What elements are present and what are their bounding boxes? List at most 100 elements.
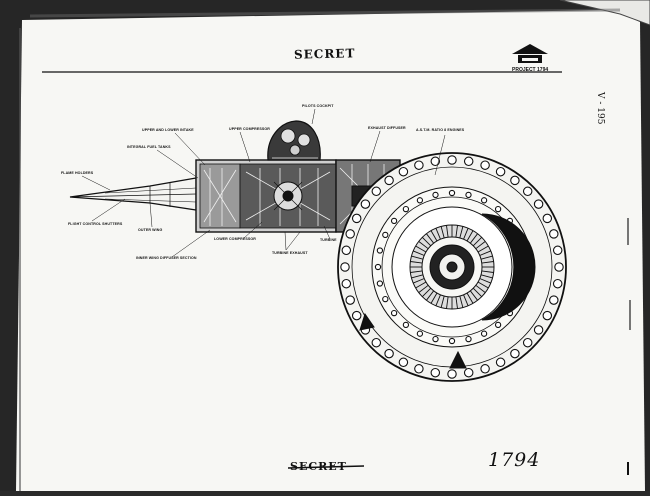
inner-engine-nozzle xyxy=(465,335,472,343)
outer-engine-nozzle xyxy=(522,186,533,197)
turbine-blade xyxy=(459,226,464,239)
outer-engine-nozzle xyxy=(463,367,474,378)
callout-lower-compressor: LOWER COMPRESSOR xyxy=(214,237,256,241)
outer-engine-nozzle xyxy=(554,262,564,272)
turbine-blade xyxy=(466,230,474,242)
flight-control-shutter xyxy=(359,312,375,331)
turbine-blade xyxy=(455,225,458,238)
outer-engine-nozzle xyxy=(480,160,490,170)
turbine-blade xyxy=(410,261,423,264)
turbine-blade xyxy=(421,287,432,298)
outer-engine-nozzle xyxy=(351,310,362,321)
turbine-blade xyxy=(480,255,493,260)
inner-engine-nozzle xyxy=(432,191,439,199)
turbine-blade xyxy=(446,225,449,238)
turbine-blade xyxy=(481,270,494,273)
disc-wing xyxy=(337,152,567,382)
outer-engine-nozzle xyxy=(341,245,352,256)
turbine-blade xyxy=(415,245,427,253)
turbine-blade xyxy=(469,290,478,301)
inner-engine-nozzle xyxy=(382,295,389,303)
outer-engine-nozzle xyxy=(495,166,506,177)
turbine-blade xyxy=(475,284,486,293)
outer-engine-nozzle xyxy=(533,325,544,335)
callout-upper-lower-intake: UPPER AND LOWER INTAKE xyxy=(142,128,194,132)
turbine-blade xyxy=(435,228,441,240)
turbine-blade xyxy=(415,281,427,289)
outer-engine-nozzle xyxy=(552,245,563,256)
turbine-blade xyxy=(480,274,493,279)
footer-secret-stamp: SECRET xyxy=(290,460,347,473)
callout-inner-wing-diffuser: INNER WING DIFFUSER SECTION xyxy=(136,256,197,260)
footer-stamp-strike xyxy=(287,465,365,469)
outer-engine-nozzle xyxy=(549,295,559,305)
turbine-blade xyxy=(446,296,449,309)
turbine-blade xyxy=(472,236,483,247)
outer-engine-nozzle xyxy=(414,364,424,374)
turbine-blade xyxy=(475,241,486,250)
turbine-blade xyxy=(411,255,424,260)
outer-engine-nozzle xyxy=(341,278,352,289)
turbine-blade xyxy=(479,278,491,284)
outer-engine-nozzle xyxy=(360,199,371,209)
inner-engine-nozzle xyxy=(390,309,398,317)
callout-ratio-engines: A.S.T.M. RATIO 8 ENGINES xyxy=(416,128,465,132)
turbine-blade xyxy=(413,250,425,256)
turbine-blade xyxy=(479,250,491,256)
turbine-blade xyxy=(440,295,445,308)
callout-integral-fuel-tanks: INTEGRAL FUEL TANKS xyxy=(127,145,171,149)
outer-engine-nozzle xyxy=(533,199,544,209)
outer-ring-engines xyxy=(340,155,564,379)
outer-engine-nozzle xyxy=(480,364,490,374)
callout-upper-compressor: UPPER COMPRESSOR xyxy=(229,127,270,131)
turbine-blade xyxy=(430,292,438,304)
turbine-blade xyxy=(463,228,469,240)
flight-control-shutter xyxy=(449,350,467,369)
outer-engine-nozzle xyxy=(371,186,382,197)
inner-engine-nozzle xyxy=(432,335,439,343)
turbine-blade xyxy=(469,233,478,244)
inner-engine-nozzle xyxy=(480,197,488,204)
inner-engine-nozzle xyxy=(376,280,384,287)
turbine-blade xyxy=(413,278,425,284)
turbine-blade xyxy=(421,236,432,247)
outer-engine-nozzle xyxy=(430,156,441,167)
outer-engine-nozzle xyxy=(447,369,457,379)
turbine-blade xyxy=(477,245,489,253)
central-turbine-blades xyxy=(410,225,494,309)
outer-engine-nozzle xyxy=(522,337,533,348)
turbine-blade xyxy=(411,274,424,279)
page-reference: V - 195 xyxy=(595,92,605,125)
turbine-blade xyxy=(426,290,435,301)
outer-engine-nozzle xyxy=(510,348,520,359)
inner-engine-nozzle xyxy=(374,263,382,271)
callout-flight-control-shutters: FLIGHT CONTROL SHUTTERS xyxy=(68,222,123,226)
outer-engine-nozzle xyxy=(345,229,355,239)
aircraft-schematic xyxy=(69,108,567,382)
turbine-blade xyxy=(418,241,429,250)
turbine-blade xyxy=(410,270,423,273)
outer-engine-nozzle xyxy=(414,160,424,170)
outer-engine-nozzle xyxy=(351,213,362,224)
inner-engine-nozzle xyxy=(448,189,456,197)
callout-pilots-cockpit: PILOTS COCKPIT xyxy=(302,104,334,108)
turbine-blade xyxy=(455,296,458,309)
turbine-blade xyxy=(418,284,429,293)
outer-engine-nozzle xyxy=(340,262,350,272)
turbine-blade xyxy=(426,233,435,244)
outer-engine-nozzle xyxy=(345,295,355,305)
outer-engine-nozzle xyxy=(398,357,409,368)
turbine-blade xyxy=(463,294,469,306)
outer-engine-nozzle xyxy=(463,156,474,167)
inner-engine-nozzle xyxy=(494,205,502,213)
outer-engine-nozzle xyxy=(430,367,441,378)
inner-engine-nozzle xyxy=(382,231,389,239)
inner-engine-nozzle xyxy=(416,330,424,337)
turbine-blade xyxy=(466,292,474,304)
outer-engine-nozzle xyxy=(552,278,563,289)
pilot-cockpit xyxy=(267,120,321,161)
turbine-blade xyxy=(472,287,483,298)
outer-engine-nozzle xyxy=(384,175,394,186)
turbine-blade xyxy=(430,230,438,242)
